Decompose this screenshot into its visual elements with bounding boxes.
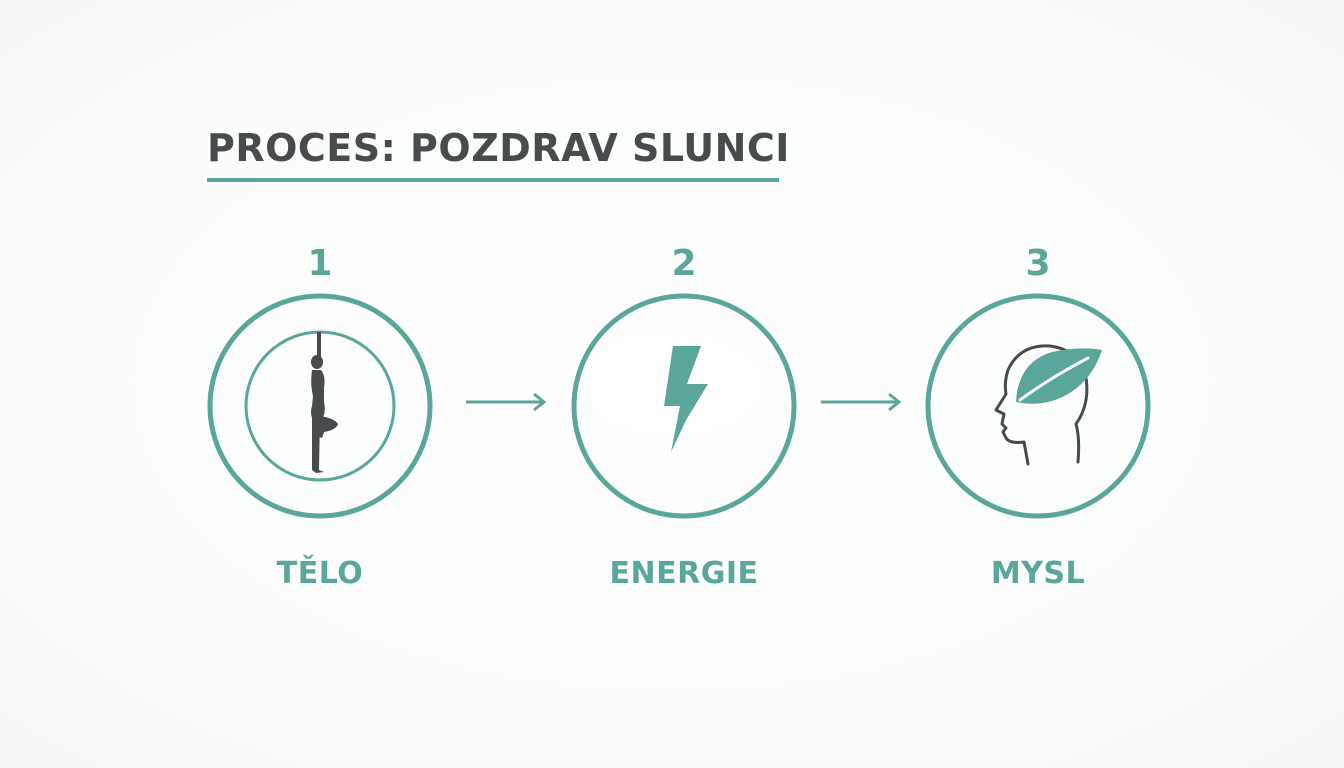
step-3-number: 3 <box>1025 243 1051 284</box>
step-3-label: MYSL <box>990 556 1086 591</box>
title-block: PROCES: POZDRAV SLUNCI <box>207 124 790 182</box>
step-2-label: ENERGIE <box>609 556 759 591</box>
lightning-bolt-icon <box>664 346 708 452</box>
title-underline <box>207 178 779 182</box>
step-1-label: TĚLO <box>276 556 364 591</box>
step-2-circle <box>571 293 797 519</box>
head-with-leaf-icon <box>994 344 1102 466</box>
yoga-tree-pose-icon <box>311 332 338 473</box>
arrow-right-icon <box>821 392 902 412</box>
step-1-number: 1 <box>307 243 333 284</box>
step-2-number: 2 <box>671 243 697 284</box>
step-3-circle <box>925 293 1151 519</box>
diagram-title: PROCES: POZDRAV SLUNCI <box>207 126 790 170</box>
arrow-right-icon <box>466 392 547 412</box>
step-1-circle <box>207 293 433 519</box>
